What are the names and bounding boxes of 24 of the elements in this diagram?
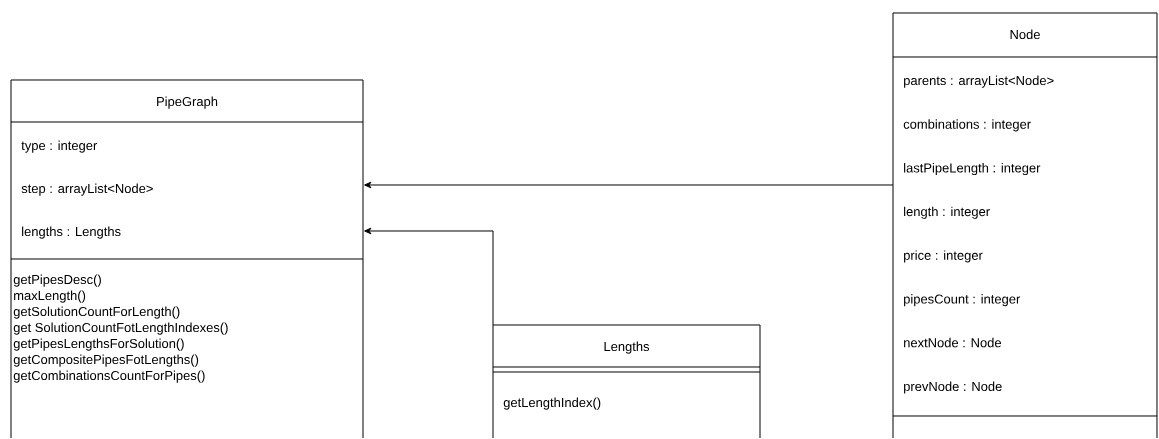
attribute-text: step : arrayList<Node> — [21, 183, 153, 196]
method-text: maxLength() — [14, 290, 86, 303]
attribute-text: price : integer — [904, 250, 983, 263]
method-text: getPipesLengthsForSolution() — [13, 338, 184, 351]
arrow — [364, 227, 494, 326]
class-name: Node — [1010, 29, 1040, 40]
attribute-text: lengths : Lengths — [22, 226, 121, 239]
method-text: getCombinationsCountForPipes() — [13, 370, 205, 383]
attribute-text: length : integer — [904, 206, 990, 219]
method-text: getCompositePipesFotLengths() — [13, 354, 199, 367]
attribute-text: prevNode : Node — [904, 381, 1002, 394]
attribute-text: type : integer — [21, 140, 98, 153]
method-text: get SolutionCountFotLengthIndexes() — [13, 322, 228, 335]
method-text: getLengthIndex() — [503, 397, 601, 410]
attribute-text: parents : arrayList<Node> — [904, 75, 1054, 88]
method-text: getSolutionCountForLength() — [13, 306, 180, 319]
class-name: Lengths — [604, 341, 650, 354]
attribute-text: combinations : integer — [903, 119, 1031, 132]
attribute-text: pipesCount : integer — [904, 294, 1021, 307]
class-name: PipeGraph — [157, 96, 218, 109]
method-text: getPipesDesc() — [13, 274, 101, 287]
attribute-text: lastPipeLength : integer — [904, 163, 1041, 176]
attribute-text: nextNode : Node — [904, 337, 1001, 348]
arrow — [364, 181, 894, 189]
